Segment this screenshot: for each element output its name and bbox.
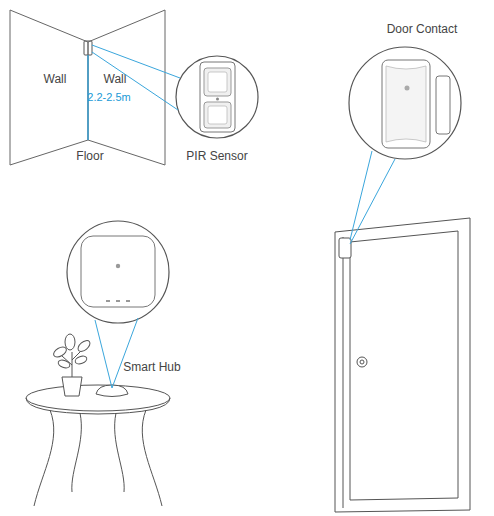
callout-circle-outline [175,55,259,139]
table-leg [142,410,162,506]
hub-indicator [106,300,110,302]
door-frame [335,218,470,512]
callout-circle: Smart Hub [66,220,170,324]
pir-sensor-device [200,62,235,132]
callout-circle-outline [66,220,170,324]
callout-circle-outline [349,47,461,159]
plant-leaf [57,359,71,370]
contact-led [405,86,410,91]
hub-led [116,264,120,268]
wall-outline [88,10,165,165]
wall-outline [10,10,88,165]
wall-panel: Wall [10,10,88,165]
sensor-led [216,98,219,101]
contact-face [386,66,426,142]
potted-plant [52,334,92,396]
wall-panel-outline [88,10,165,165]
door-stop [343,237,344,508]
plant-leaf [76,338,92,353]
sensor-body [200,62,235,132]
callout-circle-outline [348,46,462,160]
sensor-lens [204,102,231,128]
leader-line [350,159,395,244]
contact-magnet [436,76,450,134]
smart-hub-device [81,236,155,307]
callout-circle-outline [176,56,258,138]
plant-leaf [74,355,88,366]
device-label: PIR Sensor [186,150,247,163]
door-contact-device [382,60,450,148]
contact-body [382,60,430,148]
wall-panel: Wall [88,10,165,165]
door-knob-center [360,360,364,364]
table-top [26,385,170,411]
door-panel [350,231,458,500]
sensor-lens-inner [208,106,227,124]
leader-lines [88,45,395,388]
callout-circle: Door Contact [348,46,462,160]
sensor-lens [204,68,231,96]
dimension-label: 2.2-2.5m [87,91,130,103]
device-label: Smart Hub [123,361,180,374]
table-leg [115,413,125,492]
leader-line [350,151,372,240]
plant-pot [62,377,82,396]
table-edge [26,398,170,414]
plant-leaf [65,334,75,350]
leader-line [112,318,138,388]
callout-circle-outline [67,221,169,323]
hub-indicator [126,300,130,302]
table-leg [72,413,82,492]
surface-label: Floor [76,150,103,163]
door-knob [357,357,367,367]
leader-line [95,320,112,388]
hub-on-table [96,385,128,397]
hub-body [81,236,155,307]
wall-label: Wall [44,73,67,86]
side-table [26,385,170,506]
callout-circle: PIR Sensor [175,55,259,139]
device-label: Door Contact [387,23,458,36]
wall-label: Wall [104,73,127,86]
wall-panel-outline [10,10,88,165]
table-leg [34,410,54,506]
door [335,218,470,512]
hub-indicator [116,300,120,302]
leader-line [92,45,180,78]
sensor-lens-inner [208,72,227,92]
door-contact-small [339,238,351,258]
